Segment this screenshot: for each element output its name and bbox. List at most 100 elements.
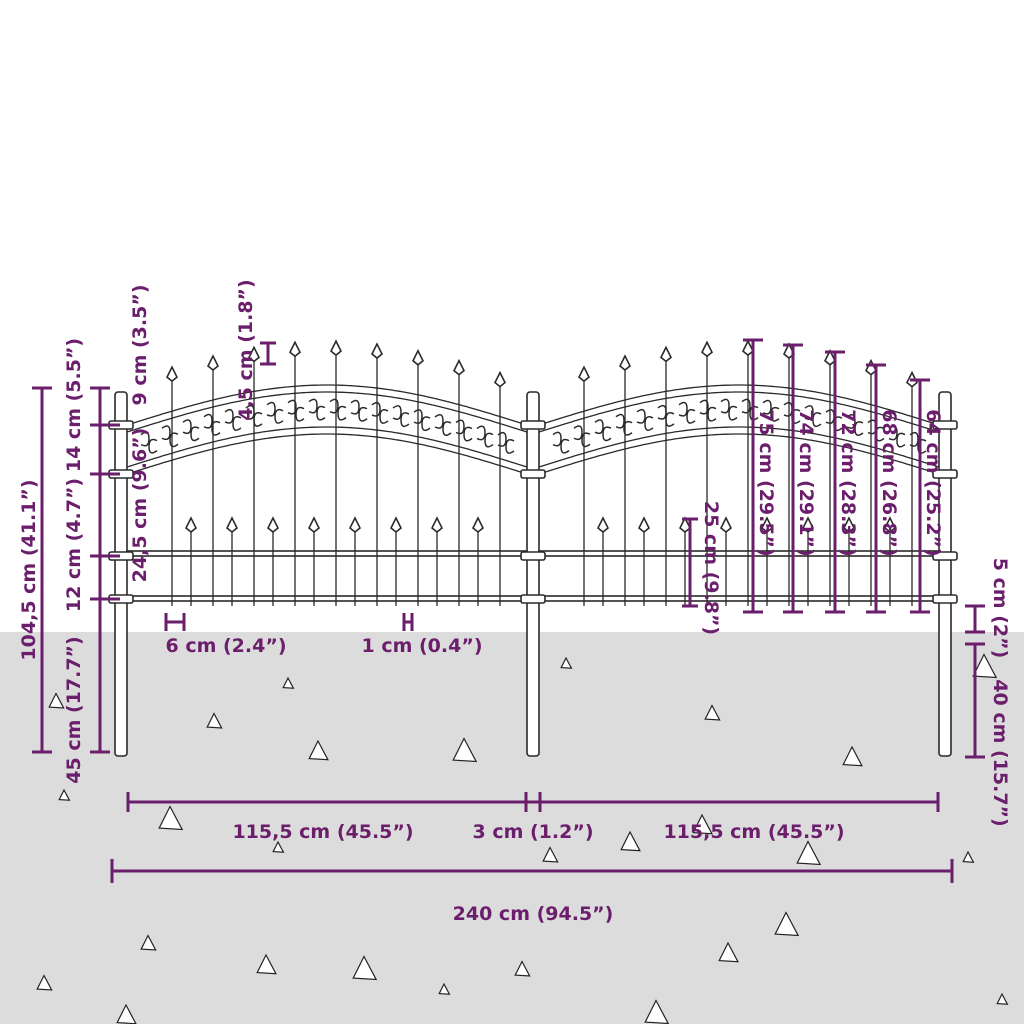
- label-panel-width-left: 115,5 cm (45.5”): [232, 821, 413, 843]
- short-spike-finial: [389, 516, 403, 534]
- pebble: [48, 692, 65, 709]
- spike-finial: [577, 365, 591, 383]
- scroll-ornament: [287, 399, 305, 422]
- pebble: [542, 846, 559, 863]
- pebble: [352, 955, 378, 981]
- scroll-ornament: [140, 431, 158, 454]
- scroll-ornament: [909, 431, 927, 454]
- post-bracket: [520, 594, 546, 604]
- scroll-ornament: [161, 425, 179, 448]
- scroll-ornament: [476, 425, 494, 448]
- pebble: [58, 788, 71, 801]
- spike-finial: [493, 370, 507, 388]
- pebble: [308, 739, 329, 761]
- pebble: [962, 850, 975, 863]
- pebble: [996, 992, 1009, 1005]
- label-arch-band: 14 cm (5.5”): [63, 338, 85, 472]
- pebble: [774, 911, 800, 937]
- pebble: [718, 941, 739, 963]
- post-bracket: [932, 469, 958, 479]
- scroll-ornament: [678, 401, 696, 424]
- pebble: [620, 830, 641, 852]
- label-height-75: 75 cm (29.5”): [755, 409, 777, 556]
- short-spike-finial: [719, 516, 733, 534]
- arch-bottom-rail: [126, 433, 528, 475]
- fence-post: [938, 391, 952, 757]
- pebble: [158, 805, 184, 831]
- arch-top-rail: [538, 384, 940, 426]
- scroll-ornament: [308, 398, 326, 421]
- pebble: [514, 960, 531, 977]
- pebble: [704, 704, 721, 721]
- pebble: [452, 737, 478, 763]
- fence-post: [114, 391, 128, 757]
- label-total-width: 240 cm (94.5”): [453, 903, 614, 925]
- arch-bottom-rail-inner: [126, 426, 528, 468]
- scroll-ornament: [636, 408, 654, 431]
- scroll-ornament: [455, 419, 473, 442]
- spike-finial: [370, 342, 384, 360]
- label-bar-spacing: 6 cm (2.4”): [165, 635, 286, 657]
- post-bracket: [520, 469, 546, 479]
- scroll-ornament: [182, 419, 200, 442]
- scroll-ornament: [371, 401, 389, 424]
- pebble: [796, 840, 822, 866]
- spike-finial: [288, 340, 302, 358]
- pebble: [438, 982, 451, 995]
- spike-finial: [247, 345, 261, 363]
- scroll-ornament: [266, 401, 284, 424]
- arch-top-rail: [126, 384, 528, 426]
- short-spike-finial: [430, 516, 444, 534]
- scroll-ornament: [434, 413, 452, 436]
- short-spike-finial: [637, 516, 651, 534]
- label-height-74: 74 cm (29.1”): [795, 409, 817, 556]
- scroll-ornament: [203, 413, 221, 436]
- scroll-ornament: [720, 398, 738, 421]
- scroll-ornament: [329, 398, 347, 421]
- scroll-ornament: [552, 431, 570, 454]
- short-spike-finial: [883, 516, 897, 534]
- scroll-ornament: [413, 409, 431, 432]
- pebble: [36, 974, 53, 991]
- pebble: [692, 813, 713, 835]
- arch-bottom-rail-inner: [538, 426, 940, 468]
- arch-bottom-rail: [538, 433, 940, 475]
- fence-rail: [126, 595, 528, 602]
- label-height-72: 72 cm (28.3”): [837, 409, 859, 556]
- label-top-gap: 9 cm (3.5”): [129, 284, 151, 405]
- post-bracket: [932, 420, 958, 430]
- scroll-ornament: [846, 413, 864, 436]
- scroll-ornament: [594, 419, 612, 442]
- label-stake-depth: 40 cm (15.7”): [989, 679, 1011, 826]
- pebble: [560, 656, 573, 669]
- pebble: [644, 999, 670, 1024]
- spike-finial: [864, 358, 878, 376]
- short-spike-finial: [678, 516, 692, 534]
- fence-post: [526, 391, 540, 757]
- short-spike-finial: [266, 516, 280, 534]
- short-spike-finial: [348, 516, 362, 534]
- spike-finial: [823, 349, 837, 366]
- scroll-ornament: [888, 425, 906, 448]
- short-spike-finial: [842, 516, 856, 534]
- pebble: [842, 745, 863, 767]
- pebble: [972, 653, 998, 679]
- scroll-ornament: [224, 408, 242, 431]
- post-bracket: [932, 594, 958, 604]
- label-rail-spacing: 12 cm (4.7”): [63, 478, 85, 612]
- label-short-bar: 25 cm (9.8”): [700, 501, 722, 635]
- pebble: [140, 934, 157, 951]
- label-height-68: 68 cm (26.8”): [878, 409, 900, 556]
- spike-finial: [700, 340, 714, 358]
- label-panel-width-right: 115,5 cm (45.5”): [663, 821, 844, 843]
- label-lower-section: 24,5 cm (9.6”): [129, 428, 151, 583]
- scroll-ornament: [392, 405, 410, 428]
- scroll-ornament: [573, 425, 591, 448]
- label-spike-height: 4,5 cm (1.8”): [235, 279, 257, 420]
- short-spike-finial: [184, 516, 198, 534]
- spike-finial: [165, 365, 179, 383]
- fence-rail: [538, 595, 940, 602]
- spike-finial: [329, 339, 343, 357]
